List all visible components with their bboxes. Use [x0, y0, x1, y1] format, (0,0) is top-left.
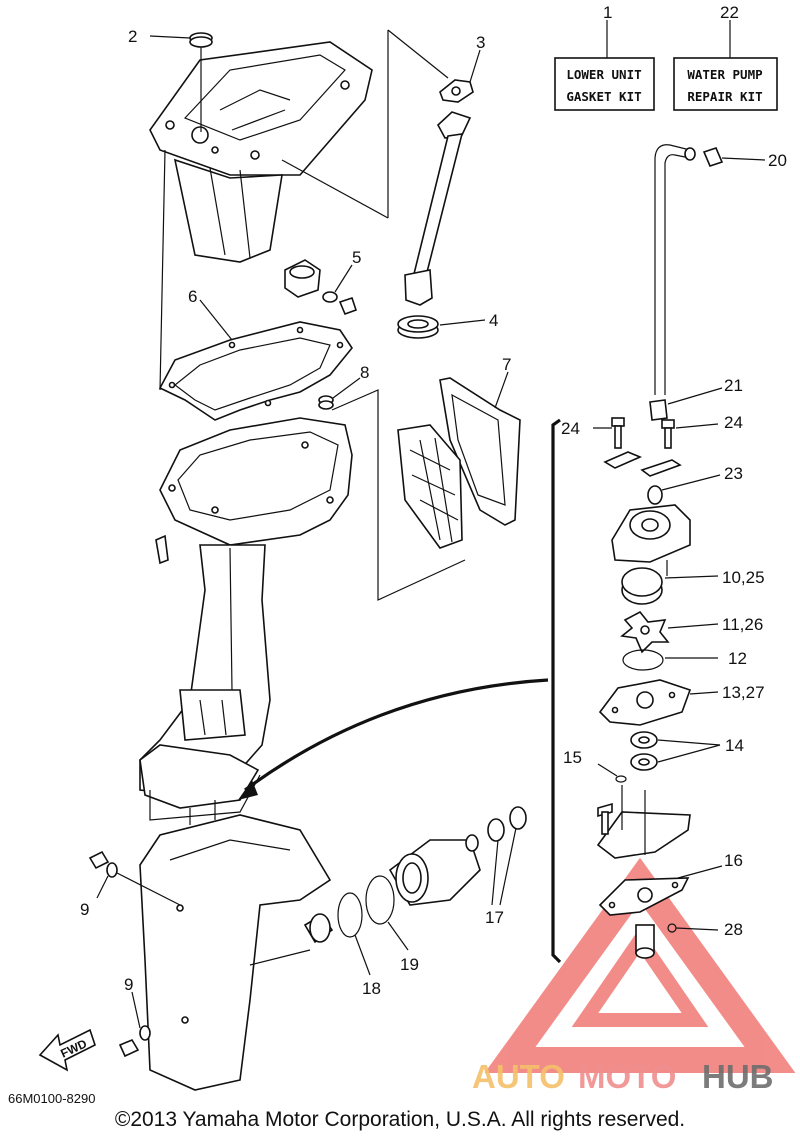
intake-screen: [397, 424, 463, 549]
callout-4: 4: [489, 311, 498, 330]
part-24-bolt-right: 24: [661, 413, 743, 449]
watermark-auto: AUTO: [472, 1058, 565, 1095]
lower-gearcase: [114, 800, 334, 1091]
lower-unit-gasket-kit-box: 1 LOWER UNIT GASKET KIT: [554, 3, 655, 111]
callout-24: 24: [561, 419, 580, 438]
part-9-bolt-lower: 9: [118, 975, 151, 1058]
watermark-hub: HUB: [702, 1058, 774, 1095]
upper-mount-plate: [149, 29, 449, 391]
callout-5: 5: [352, 248, 361, 267]
callout-20: 20: [768, 151, 787, 170]
watermark-moto: MOTO: [578, 1058, 676, 1095]
part-4-seal: 4: [397, 311, 498, 339]
callout-8: 8: [360, 363, 369, 382]
callout-24: 24: [724, 413, 743, 432]
callout-7: 7: [502, 355, 511, 374]
callout-2: 2: [128, 27, 137, 46]
kit-number: 1: [603, 3, 612, 22]
callout-9: 9: [124, 975, 133, 994]
watermark-text: AUTO MOTO HUB: [472, 1058, 774, 1095]
pump-lower-housing: [596, 785, 691, 859]
water-tube: [404, 111, 472, 306]
callout-14: 14: [725, 736, 744, 755]
part-20-water-tube: 20: [654, 144, 787, 395]
part-19-o-ring: 19: [365, 875, 419, 974]
fwd-label: FWD: [58, 1036, 89, 1060]
water-pump-repair-kit-box: 22 WATER PUMP REPAIR KIT: [673, 3, 778, 111]
part-23-insert: 23: [647, 464, 743, 505]
part-12-o-ring: 12: [622, 649, 747, 671]
part-5-collar: 5: [284, 248, 361, 316]
part-17-bearings: 17: [485, 806, 527, 927]
arrow-head: [238, 780, 258, 800]
callout-13-27: 13,27: [722, 683, 765, 702]
callout-16: 15: [563, 748, 582, 767]
kit-line-1: WATER PUMP: [687, 67, 762, 82]
callout-10-25: 10,25: [722, 568, 765, 587]
callout-9: 9: [80, 900, 89, 919]
kit-line-2: REPAIR KIT: [687, 89, 762, 104]
callout-19: 19: [400, 955, 419, 974]
callout-23: 23: [724, 464, 743, 483]
kit-line-2: GASKET KIT: [566, 89, 641, 104]
callout-21: 21: [724, 376, 743, 395]
callout-28: 28: [724, 920, 743, 939]
callout-17: 17: [485, 908, 504, 927]
assembly-arrow: [244, 678, 549, 792]
bearing-housing: [388, 834, 481, 906]
callout-15: 16: [724, 851, 743, 870]
kit-line-1: LOWER UNIT: [566, 67, 641, 82]
part-8-grommet: 8: [318, 363, 369, 410]
callout-12: 12: [728, 649, 747, 668]
part-15-gasket: 16: [598, 851, 743, 916]
part-6-gasket: 6: [158, 287, 353, 421]
part-10-25-insert-cartridge: 10,25: [621, 567, 765, 605]
part-9-bolt-upper: 9: [80, 850, 118, 919]
part-14-oil-seals: 14: [630, 731, 744, 771]
pump-housing: [611, 504, 691, 576]
assembly-bracket-line: [331, 389, 466, 601]
group-bracket: [551, 418, 562, 964]
fwd-direction-arrow: FWD: [38, 1028, 96, 1072]
part-16-o-ring: 15: [563, 748, 627, 783]
retainer-plate-right: [640, 459, 682, 477]
part-3-gasket: 3: [439, 33, 485, 103]
part-13-27-outer-plate: 13,27: [598, 679, 765, 726]
part-28-o-ring: 28: [635, 920, 743, 959]
callout-18: 18: [362, 979, 381, 998]
part-21-grommet: 21: [649, 376, 743, 421]
kit-number: 22: [720, 3, 739, 22]
part-2-grommet: 2: [128, 27, 213, 132]
upper-casing: [139, 417, 353, 821]
retainer-plate-left: [603, 451, 643, 469]
copyright-notice: ©2013 Yamaha Motor Corporation, U.S.A. A…: [115, 1108, 685, 1131]
callout-11-26: 11,26: [722, 615, 763, 634]
callout-6: 6: [188, 287, 197, 306]
watermark-logo: [484, 857, 796, 1073]
part-18-o-ring: 18: [337, 892, 381, 998]
part-11-26-impeller: 11,26: [620, 610, 763, 654]
callout-3: 3: [476, 33, 485, 52]
reference-code: 66M0100-8290: [8, 1091, 95, 1106]
part-24-bolt-left: 24: [561, 417, 625, 449]
